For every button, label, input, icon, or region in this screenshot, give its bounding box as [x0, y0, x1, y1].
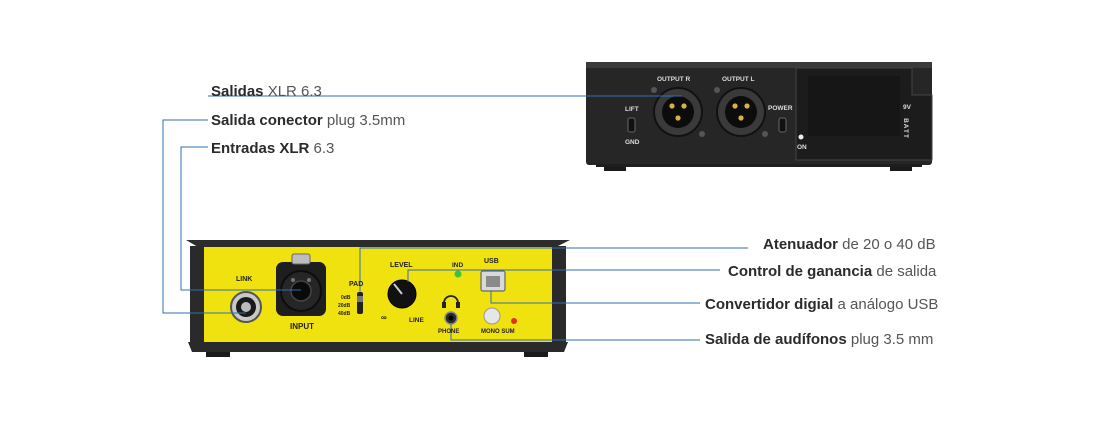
callout-control-ganancia-bold: Control de ganancia — [728, 263, 873, 280]
ind-led — [454, 270, 462, 278]
label-line: LINE — [409, 317, 424, 324]
label-power: POWER — [768, 105, 793, 112]
label-input: INPUT — [290, 322, 314, 331]
callout-entradas-bold: Entradas XLR — [211, 140, 310, 157]
mono-sum-led — [511, 318, 517, 324]
ground-lift-switch — [627, 117, 636, 133]
label-phone: PHONE — [438, 329, 460, 335]
callout-salida-conector-bold: Salida conector — [211, 112, 323, 129]
callout-audifonos: Salida de audífonos plug 3.5 mm — [705, 331, 933, 349]
label-link: LINK — [236, 276, 253, 283]
callout-control-ganancia-rest: de salida — [876, 263, 937, 280]
label-on: ON — [797, 144, 807, 151]
label-output-r: OUTPUT R — [657, 76, 691, 83]
label-mono-sum: MONO SUM — [481, 329, 515, 335]
label-usb: USB — [484, 258, 499, 265]
callout-salida-conector: Salida conector plug 3.5mm — [211, 112, 405, 130]
power-on-led — [798, 134, 804, 140]
callout-audifonos-bold: Salida de audífonos — [705, 331, 847, 348]
callout-salidas: Salidas XLR 6.3 — [211, 83, 322, 101]
callout-salidas-bold: Salidas — [211, 83, 264, 100]
label-pad-20db: 20dB — [338, 303, 351, 309]
callout-convertidor-bold: Convertidor digial — [705, 296, 834, 313]
label-batt: BATT — [901, 118, 909, 139]
label-infinity: ∞ — [381, 313, 387, 322]
callout-control-ganancia: Control de ganancia de salida — [728, 263, 936, 281]
headphone-icon — [443, 295, 459, 304]
callout-convertidor-rest: a análogo USB — [837, 296, 939, 313]
callout-convertidor: Convertidor digial a análogo USB — [705, 296, 938, 314]
callout-atenuador-rest: de 20 o 40 dB — [842, 236, 936, 253]
label-pad-0db: 0dB — [341, 295, 351, 301]
callout-entradas: Entradas XLR 6.3 — [211, 140, 334, 158]
power-switch — [778, 117, 787, 133]
label-9v: 9V — [903, 104, 911, 111]
label-pad-40db: 40dB — [338, 311, 351, 317]
label-level: LEVEL — [390, 262, 413, 269]
label-pad: PAD — [349, 281, 364, 288]
label-gnd: GND — [625, 139, 640, 146]
callout-atenuador: Atenuador de 20 o 40 dB — [763, 236, 936, 254]
label-ind: IND — [452, 262, 464, 269]
callout-salida-conector-rest: plug 3.5mm — [326, 112, 406, 129]
label-lift: LIFT — [625, 106, 639, 113]
callout-salidas-rest: XLR 6.3 — [267, 83, 322, 100]
callout-entradas-rest: 6.3 — [313, 140, 335, 157]
mono-sum-button — [483, 307, 501, 325]
label-output-l: OUTPUT L — [722, 76, 755, 83]
callout-audifonos-rest: plug 3.5 mm — [850, 331, 934, 348]
callout-atenuador-bold: Atenuador — [763, 236, 838, 253]
